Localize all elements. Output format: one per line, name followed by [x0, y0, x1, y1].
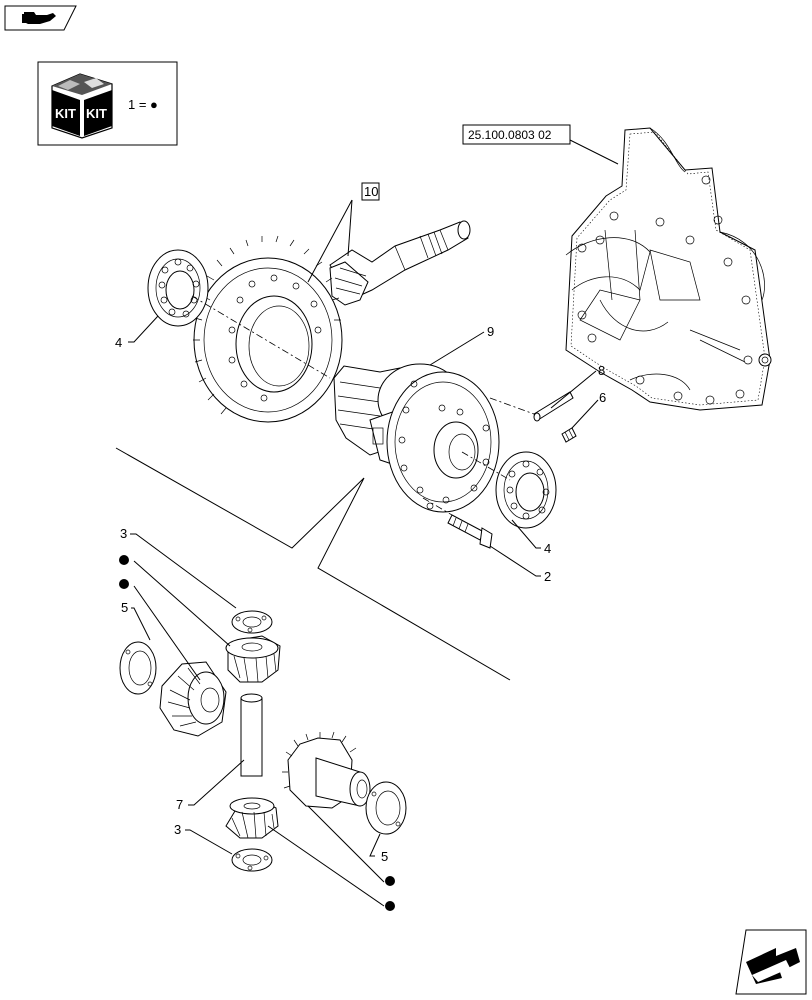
reference-box-label: 25.100.0803 02 — [468, 128, 552, 142]
transmission-housing — [565, 127, 772, 411]
callout-6[interactable]: 6 — [599, 390, 606, 405]
callout-10[interactable]: 10 — [361, 182, 380, 201]
kit-dot-marker — [119, 555, 129, 565]
planet-gear-bottom — [225, 797, 279, 839]
thrust-washer-bottom — [231, 848, 273, 872]
arrow-next-icon[interactable] — [735, 929, 807, 995]
side-gear-right — [282, 731, 371, 809]
callout-7[interactable]: 7 — [176, 797, 183, 812]
axis-line-pin — [489, 397, 535, 415]
side-gear-left — [159, 661, 227, 737]
callout-5-right[interactable]: 5 — [381, 849, 388, 864]
leader-lines — [128, 199, 599, 907]
kit-dot-marker — [385, 876, 395, 886]
differential-case — [333, 363, 500, 513]
reference-box[interactable]: 25.100.0803 02 — [462, 124, 571, 145]
callout-9[interactable]: 9 — [487, 324, 494, 339]
explode-boundary — [115, 447, 511, 681]
kit-dot-marker — [385, 901, 395, 911]
axis-line-left — [191, 295, 331, 379]
kit-text-left: KIT — [55, 106, 76, 121]
kit-dot-marker — [119, 579, 129, 589]
thrust-washer-top — [231, 610, 273, 634]
planet-gear-top — [225, 635, 281, 683]
callout-4-top[interactable]: 4 — [115, 335, 122, 350]
callout-3-top[interactable]: 3 — [120, 526, 127, 541]
kit-legend: KIT KIT 1 = ● — [37, 61, 178, 146]
axis-line-right — [461, 451, 511, 481]
hand-pointer-icon[interactable] — [4, 5, 77, 31]
kit-box-icon: KIT KIT — [51, 73, 113, 139]
kit-text-right: KIT — [86, 106, 107, 121]
callout-4-right[interactable]: 4 — [544, 541, 551, 556]
callout-3-bottom[interactable]: 3 — [174, 822, 181, 837]
callout-10-label: 10 — [364, 184, 378, 199]
callout-2[interactable]: 2 — [544, 569, 551, 584]
kit-equation: 1 = ● — [128, 97, 158, 112]
callout-5-left[interactable]: 5 — [121, 600, 128, 615]
shim-washer-right — [365, 781, 407, 835]
shim-washer-left — [119, 641, 157, 695]
axis-line-bolt — [422, 497, 453, 516]
bearing-right — [495, 451, 557, 529]
reference-leader — [569, 139, 619, 165]
ring-gear — [193, 235, 343, 423]
callout-8[interactable]: 8 — [598, 363, 605, 378]
bearing-left — [147, 249, 209, 327]
cross-shaft — [240, 693, 263, 777]
set-screw — [561, 427, 577, 443]
bolt — [447, 514, 493, 549]
pinion-shaft — [329, 220, 471, 306]
